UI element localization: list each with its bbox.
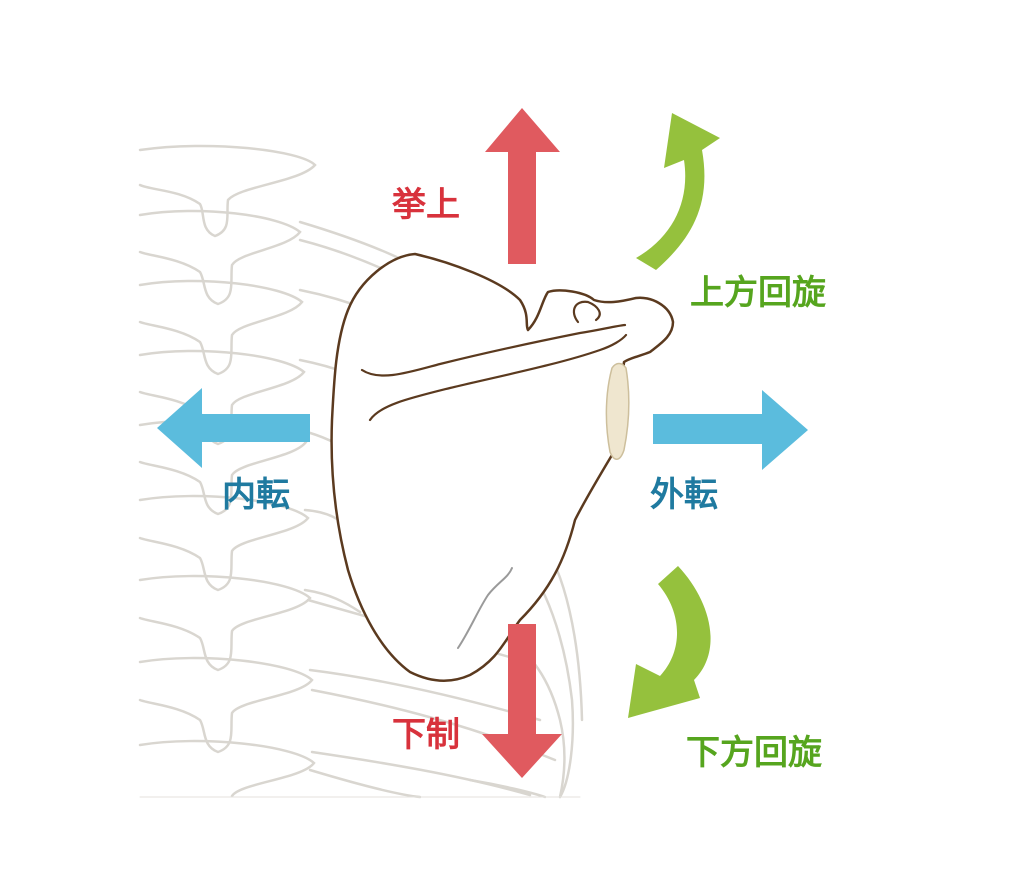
depression-arrow	[482, 624, 562, 778]
scapula-body	[330, 252, 675, 682]
rotation-arrows	[628, 113, 720, 718]
scapular-spine-lower	[368, 333, 628, 422]
adduction-arrow	[157, 388, 310, 468]
adduction-abduction-arrows	[157, 388, 808, 470]
glenoid-cavity	[605, 362, 630, 460]
elevation-arrow	[485, 108, 560, 264]
coracoid-process	[572, 300, 601, 324]
elevation-label: 挙上	[392, 185, 460, 225]
scapular-spine	[360, 323, 627, 377]
upward-rotation-arrow	[636, 113, 720, 270]
upward-rotation-label: 上方回旋	[690, 273, 826, 313]
abduction-label: 外転	[650, 475, 718, 515]
vertebrae	[138, 144, 317, 798]
downward-rotation-arrow	[628, 566, 711, 718]
scapula-inner-contour	[457, 567, 513, 649]
downward-rotation-label: 下方回旋	[686, 733, 822, 773]
abduction-arrow	[653, 390, 808, 470]
scapula	[330, 252, 675, 682]
elevation-depression-arrows	[482, 108, 562, 778]
adduction-label: 内転	[222, 475, 290, 515]
depression-label: 下制	[392, 715, 460, 755]
